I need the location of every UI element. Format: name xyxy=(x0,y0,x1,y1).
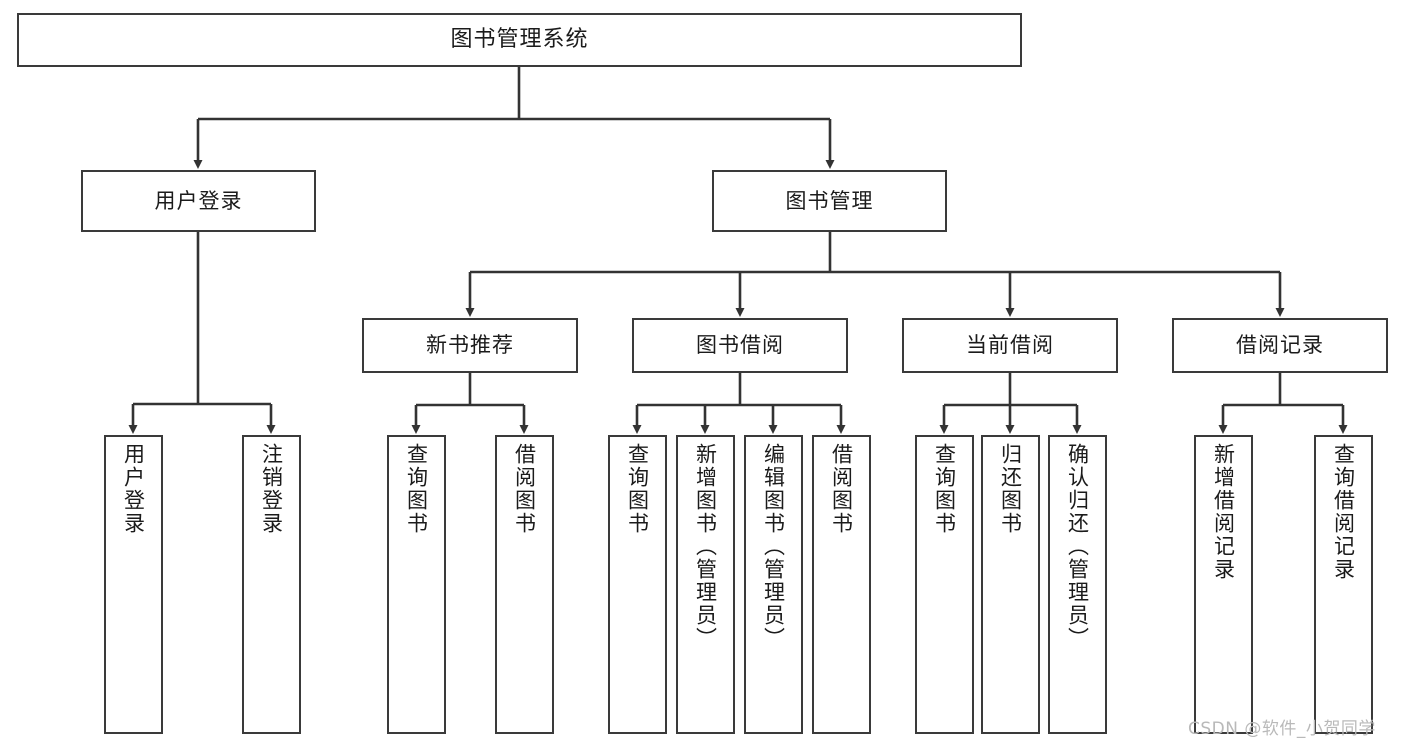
leaf-user-login[interactable]: 用户登录 xyxy=(104,435,163,734)
leaf-edit-book-admin[interactable]: 编辑图书（管理员） xyxy=(744,435,803,734)
node-new-book-recommend[interactable]: 新书推荐 xyxy=(362,318,578,373)
node-label: 查询图书 xyxy=(404,443,429,535)
leaf-query-book-borrow[interactable]: 查询图书 xyxy=(608,435,667,734)
node-label: 用户登录 xyxy=(154,188,243,213)
node-label: 编辑图书（管理员） xyxy=(761,443,786,650)
leaf-borrow-book[interactable]: 借阅图书 xyxy=(812,435,871,734)
node-current-borrow[interactable]: 当前借阅 xyxy=(902,318,1118,373)
leaf-add-borrow-record[interactable]: 新增借阅记录 xyxy=(1194,435,1253,734)
node-label: 归还图书 xyxy=(998,443,1023,535)
node-label: 注销登录 xyxy=(259,443,284,535)
watermark: CSDN @软件_小贺同学 xyxy=(1188,719,1376,739)
node-label: 查询图书 xyxy=(625,443,650,535)
leaf-return-book[interactable]: 归还图书 xyxy=(981,435,1040,734)
node-book-borrow[interactable]: 图书借阅 xyxy=(632,318,848,373)
node-root-system[interactable]: 图书管理系统 xyxy=(17,13,1022,67)
leaf-add-book-admin[interactable]: 新增图书（管理员） xyxy=(676,435,735,734)
node-label: 当前借阅 xyxy=(966,333,1054,358)
node-book-management[interactable]: 图书管理 xyxy=(712,170,947,232)
node-label: 查询借阅记录 xyxy=(1331,443,1356,581)
node-user-login[interactable]: 用户登录 xyxy=(81,170,316,232)
node-label: 用户登录 xyxy=(121,443,146,535)
node-borrow-record[interactable]: 借阅记录 xyxy=(1172,318,1388,373)
node-label: 新书推荐 xyxy=(426,333,514,358)
node-label: 图书管理系统 xyxy=(450,27,589,53)
node-label: 新增图书（管理员） xyxy=(693,443,718,650)
node-label: 图书借阅 xyxy=(696,333,784,358)
leaf-borrow-book-recommend[interactable]: 借阅图书 xyxy=(495,435,554,734)
leaf-logout[interactable]: 注销登录 xyxy=(242,435,301,734)
leaf-query-borrow-record[interactable]: 查询借阅记录 xyxy=(1314,435,1373,734)
leaf-query-book-recommend[interactable]: 查询图书 xyxy=(387,435,446,734)
leaf-confirm-return-admin[interactable]: 确认归还（管理员） xyxy=(1048,435,1107,734)
node-label: 新增借阅记录 xyxy=(1211,443,1236,581)
node-label: 确认归还（管理员） xyxy=(1065,443,1090,650)
node-label: 图书管理 xyxy=(785,188,874,213)
node-label: 借阅图书 xyxy=(512,443,537,535)
node-label: 查询图书 xyxy=(932,443,957,535)
node-label: 借阅记录 xyxy=(1236,333,1324,358)
node-label: 借阅图书 xyxy=(829,443,854,535)
leaf-query-book-current[interactable]: 查询图书 xyxy=(915,435,974,734)
